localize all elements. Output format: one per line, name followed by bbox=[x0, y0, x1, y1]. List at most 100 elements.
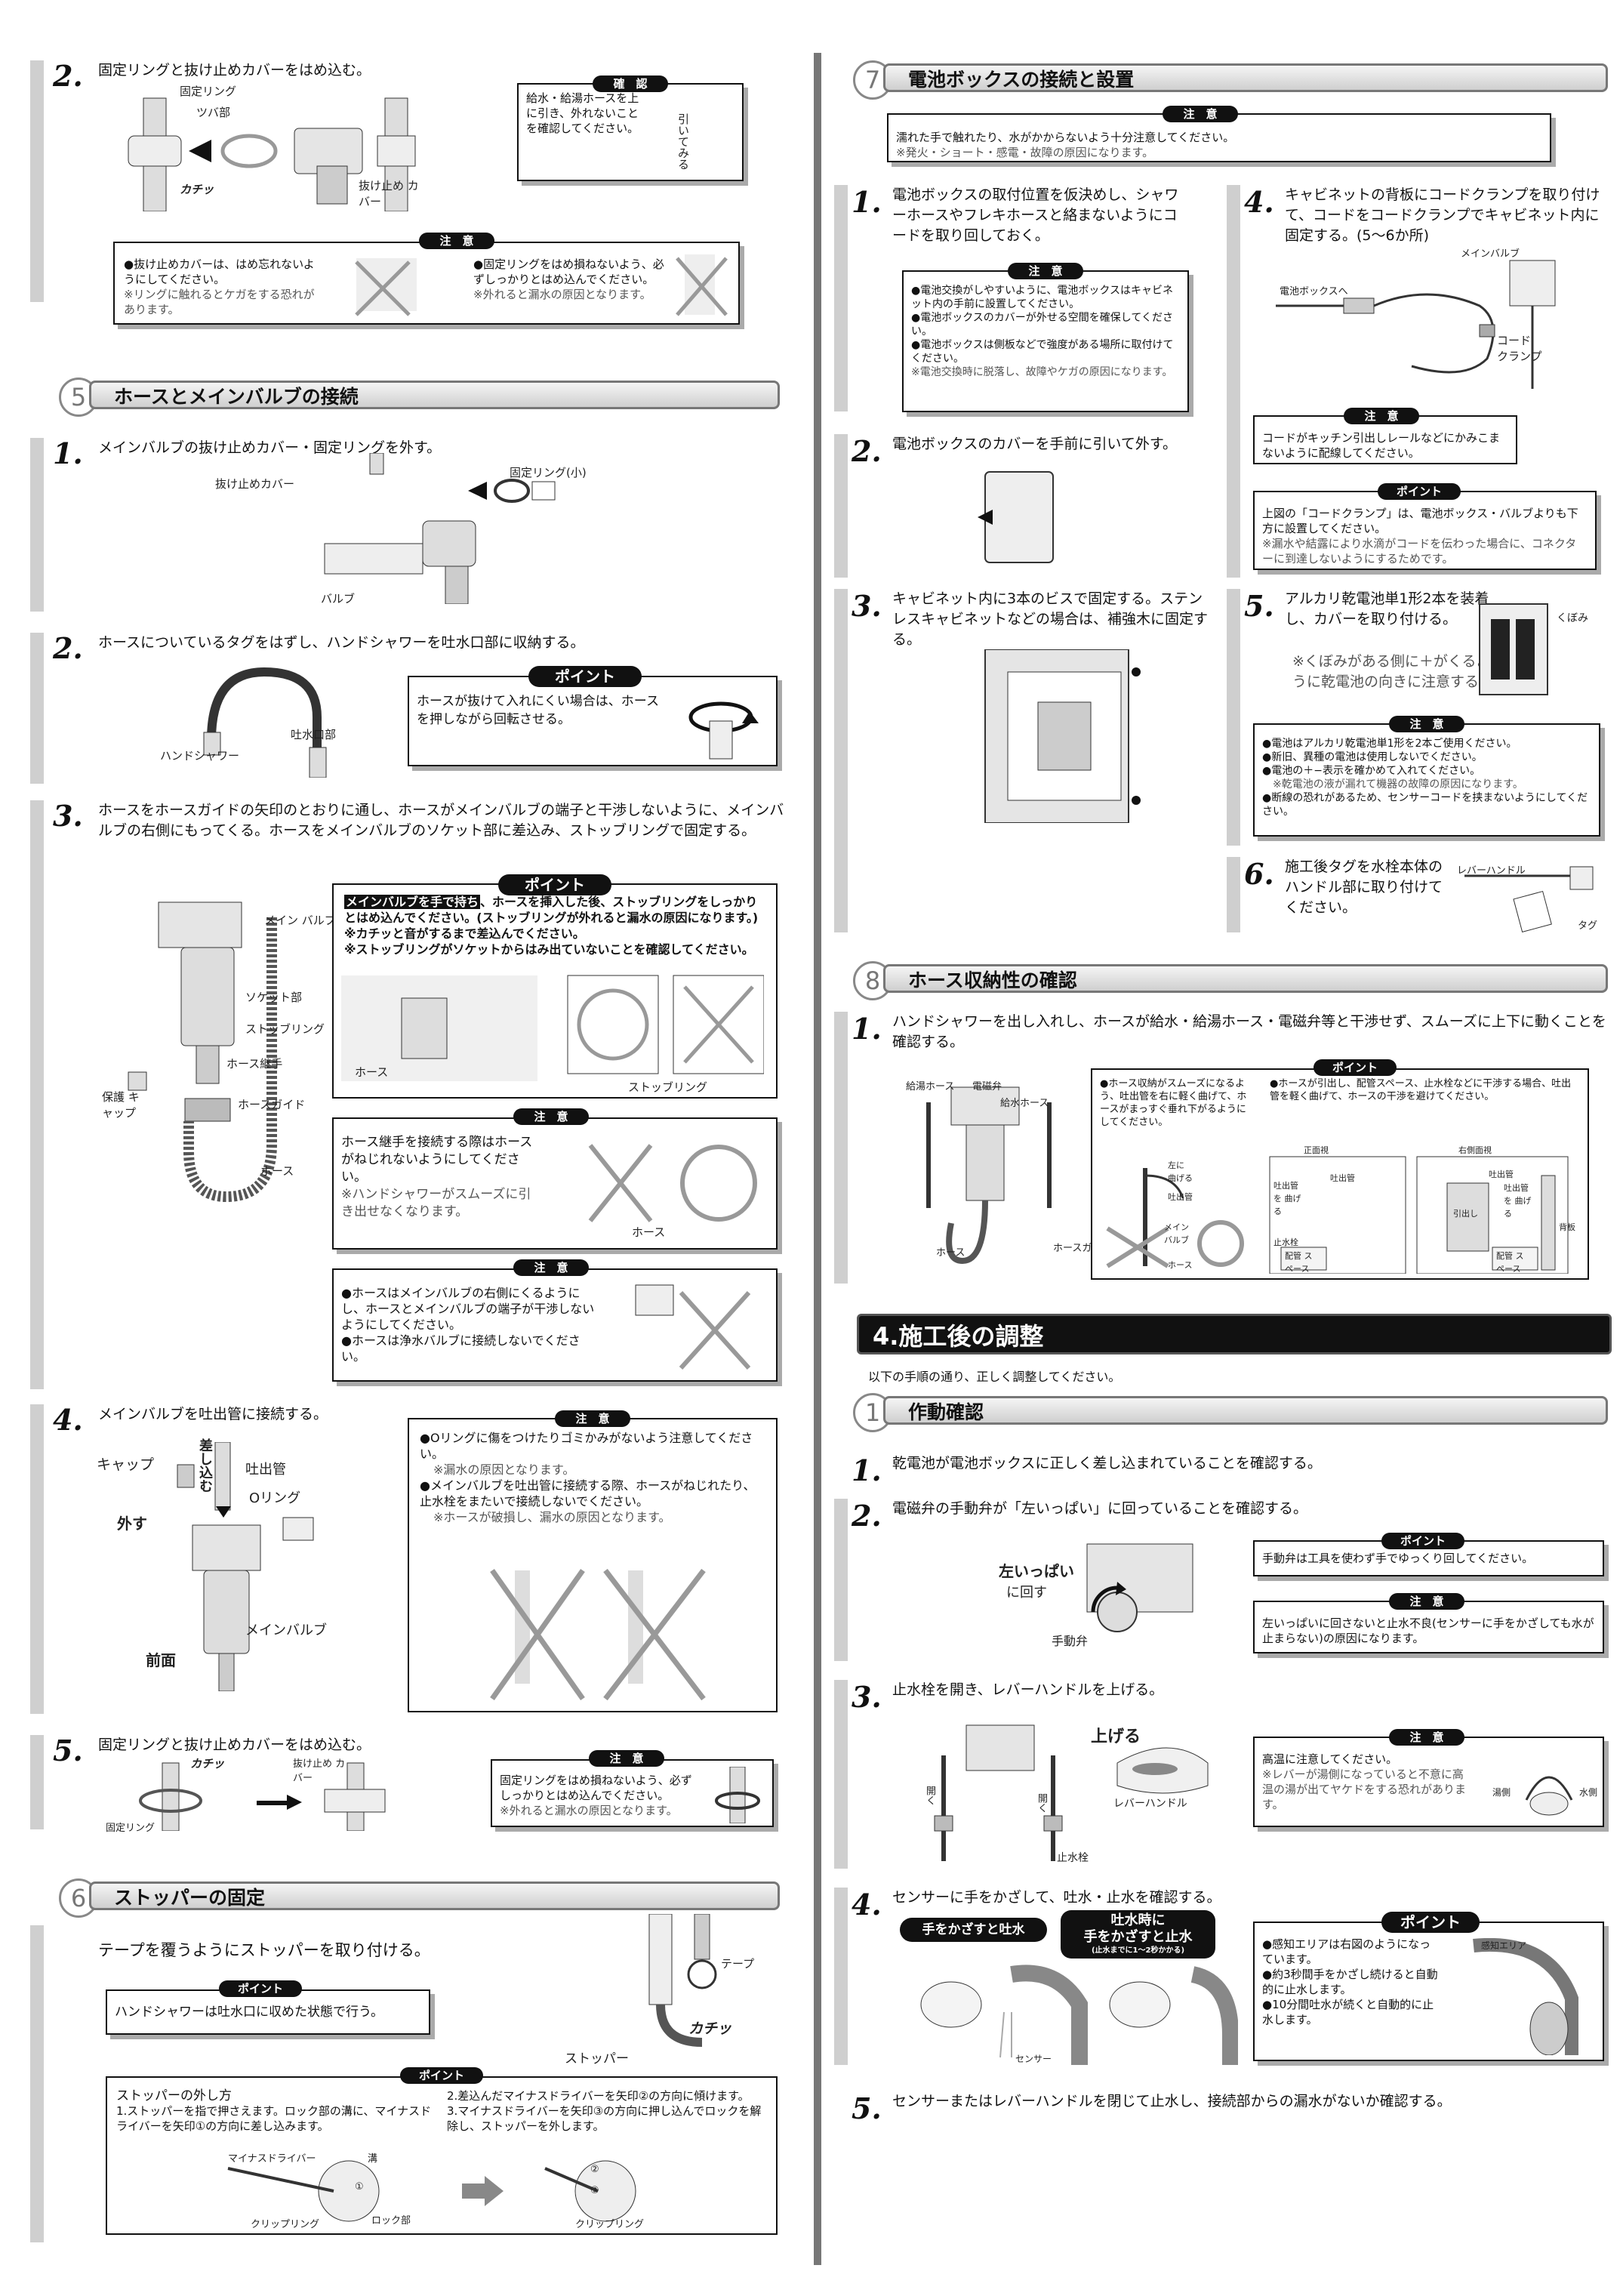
label-bend-spout: 吐出管を 曲げる bbox=[1504, 1183, 1532, 1219]
sidebar-bar bbox=[1227, 185, 1240, 578]
badge-note: (止水までに1〜2秒かかる) bbox=[1091, 1946, 1185, 1955]
step-text: ハンドシャワーを出し入れし、ホースが給水・給湯ホース・電磁弁等と干渉せず、スムー… bbox=[892, 1013, 1606, 1050]
point-text: 3.マイナスドライバーを矢印③の方向に押し込んでロックを解除し、ストッパーを外し… bbox=[447, 2104, 762, 2133]
caution-title: 注 意 bbox=[513, 1259, 589, 1276]
step-text: メインバルブを吐出管に接続する。 bbox=[98, 1406, 328, 1422]
label-tape: テープ bbox=[721, 1957, 755, 1971]
sidebar-bar bbox=[30, 438, 44, 612]
caution-box: 高温に注意してください。 ※レバーが湯側になっていると不意に高温の湯が出てヤケド… bbox=[1253, 1737, 1604, 1827]
hand-shower-illustration bbox=[203, 667, 327, 778]
caution-title: 注 意 bbox=[589, 1750, 664, 1767]
caution-text: ●断線の恐れがあるため、センサーコードを挟まないようにしてください。 bbox=[1262, 792, 1588, 818]
caution-box: 固定リングをはめ損ねないよう、必ずしっかりとはめ込んでください。 ※外れると漏水… bbox=[491, 1759, 774, 1827]
caution-title: 注 意 bbox=[1008, 263, 1083, 279]
caution-text: ●新旧、異種の電池は使用しないでください。 bbox=[1262, 751, 1483, 763]
label-sensing-area: 感知エリア bbox=[1481, 1940, 1527, 1951]
label-cap: キャップ bbox=[97, 1456, 155, 1473]
ring-cover-illustration bbox=[128, 97, 416, 211]
label-lock: ロック部 bbox=[371, 2215, 411, 2227]
caution-title: 注 意 bbox=[513, 1108, 589, 1125]
step-text: 電磁弁の手動弁が「左いっぱい」に回っていることを確認する。 bbox=[892, 1500, 1308, 1517]
caution-text: ●固定リングをはめ損ねないよう、必ずしっかりとはめ込んでください。 bbox=[473, 257, 664, 286]
point-text: ●10分間吐水が続くと自動的に止水します。 bbox=[1262, 1998, 1434, 2026]
label-spout-pipe: 吐出管 bbox=[1330, 1173, 1355, 1183]
caution-text: 高温に注意してください。 bbox=[1262, 1752, 1398, 1766]
caution-sub: ※乾電池の液が漏れて機器の故障の原因になります。 bbox=[1273, 778, 1523, 791]
label-main-valve: メインバルブ bbox=[1461, 248, 1520, 260]
label-retaining-cover: 抜け止め カバー bbox=[359, 179, 419, 208]
label-click: カチッ bbox=[190, 1757, 225, 1771]
point-box: メインバルブを手で持ち、ホースを挿入した後、ストッブリングをしっかりとはめ込んで… bbox=[332, 883, 778, 1099]
caution-title: 注 意 bbox=[1344, 408, 1419, 424]
left-column: 2. 固定リングと抜け止めカバーをはめ込む。 固定リング ツバ部 カチッ 抜け止… bbox=[30, 59, 784, 2242]
label-back-panel: 背板 bbox=[1559, 1222, 1575, 1232]
remove-stopper-illustration bbox=[227, 2160, 636, 2222]
label-clip-ring: クリップリング bbox=[251, 2219, 320, 2230]
point-heading: ストッパーの外し方 bbox=[116, 2088, 232, 2103]
label-spout-pipe: 吐出管 bbox=[1489, 1170, 1514, 1179]
label-cord-clamp: コード クランプ bbox=[1497, 334, 1542, 363]
point-text: ホースが抜けて入れにくい場合は、ホースを押しながら回転させる。 bbox=[417, 694, 659, 727]
point-text: 2.差込んだマイナスドライバーを矢印②の方向に傾けます。 bbox=[447, 2089, 750, 2103]
step-text: 乾電池が電池ボックスに正しく差し込まれていることを確認する。 bbox=[892, 1455, 1322, 1472]
battery-illustration bbox=[1479, 603, 1548, 695]
caution-sub: ※外れると漏水の原因となります。 bbox=[473, 288, 651, 301]
caution-text: ●Oリングに傷をつけたりゴミかみがないよう注意してください。 bbox=[420, 1431, 753, 1461]
step-number: 4. bbox=[53, 1403, 83, 1437]
caution-text: ホース継手を接続する際はホースがねじれないようにしてください。 bbox=[341, 1135, 533, 1185]
label-hose: ホース bbox=[355, 1065, 389, 1079]
step-number: 3. bbox=[53, 799, 83, 833]
label-hose: ホース bbox=[1168, 1260, 1193, 1270]
spout-bend-illustration bbox=[1106, 1156, 1569, 1274]
label-insert: 差し込む bbox=[197, 1438, 213, 1493]
point-text: ※ストッブリングがソケットからはみ出ていないことを確認してください。 bbox=[344, 942, 754, 957]
caution-box: ホース継手を接続する際はホースがねじれないようにしてください。 ※ハンドシャワー… bbox=[332, 1117, 778, 1250]
point-title: ポイント bbox=[1378, 483, 1461, 500]
section-8-header: 8 ホース収納性の確認 bbox=[853, 961, 1608, 1000]
section-title: 電池ボックスの接続と設置 bbox=[883, 63, 1608, 92]
point-title: ポイント bbox=[498, 874, 611, 895]
label-to-battery-box: 電池ボックスへ bbox=[1280, 286, 1348, 297]
step-number: 1. bbox=[852, 1453, 882, 1487]
step-number: 4. bbox=[852, 1888, 882, 1922]
caution-title: 注 意 bbox=[419, 233, 494, 249]
point-box: ●感知エリアは右図のようになっています。 ●約3秒間手をかざし続けると自動的に止… bbox=[1253, 1922, 1604, 2061]
point-text: ハンドシャワーは吐水口に収めた状態で行う。 bbox=[115, 2005, 383, 2020]
label-hose: ホース bbox=[632, 1225, 666, 1239]
label-fixing-ring: 固定リング bbox=[106, 1823, 156, 1834]
label-click: カチッ bbox=[180, 183, 214, 196]
caution-box: コードがキッチン引出しレールなどにかみこまないように配線してください。 bbox=[1253, 415, 1517, 464]
sidebar-bar bbox=[30, 1735, 44, 1829]
step-text: アルカリ乾電池単1形2本を装着し、カバーを取り付ける。 bbox=[1285, 590, 1489, 627]
caution-text: 濡れた手で触れたり、水がかからないよう十分注意してください。 bbox=[896, 131, 1235, 144]
step-number: 2. bbox=[852, 434, 882, 468]
battery-box-mount-illustration bbox=[984, 649, 1141, 823]
caution-text: コードがキッチン引出しレールなどにかみこまないように配線してください。 bbox=[1262, 431, 1501, 460]
label-stop-valve: 止水栓 bbox=[1273, 1237, 1298, 1247]
point-text: 1.ストッパーを指で押さえます。ロック部の溝に、マイナスドライバーを矢印①の方向… bbox=[116, 2104, 432, 2133]
point-text: ●感知エリアは右図のようになっています。 bbox=[1262, 1937, 1431, 1966]
label-click: カチッ bbox=[688, 2020, 732, 2037]
caution-text: ●電池交換がしやすいように、電池ボックスはキャビネット内の手前に設置してください… bbox=[911, 285, 1173, 310]
label-arrow-2: ② bbox=[590, 2164, 599, 2175]
sidebar-bar bbox=[30, 1925, 44, 2242]
caution-box: ●抜け止めカバーは、はめ忘れないようにしてください。 ※リングに触れるとケガをす… bbox=[113, 242, 740, 325]
point-text: 手動弁は工具を使わず手でゆっくり回してください。 bbox=[1262, 1552, 1534, 1565]
step-text: メインバルブの抜け止めカバー・固定リングを外す。 bbox=[98, 439, 442, 456]
label-open: 開く bbox=[924, 1786, 935, 1805]
caution-text: ●電池はアルカリ乾電池単1形を2本ご使用ください。 bbox=[1262, 738, 1517, 750]
label-piping-space: 配管 スペース bbox=[1285, 1251, 1313, 1274]
label-fixing-ring-small: 固定リング(小) bbox=[510, 466, 587, 479]
point-text: 上図の「コードクランプ」は、電池ボックス・バルブよりも下方に設置してください。 bbox=[1262, 507, 1578, 535]
caution-text: ●電池ボックスは側板などで強度がある場所に取付けてください。 bbox=[911, 339, 1174, 365]
step-text: 電池ボックスのカバーを手前に引いて外す。 bbox=[892, 436, 1177, 452]
section-title: ストッパーの固定 bbox=[89, 1881, 780, 1910]
sidebar-bar bbox=[834, 185, 848, 411]
caution-text: ●抜け止めカバーは、はめ忘れないようにしてください。 bbox=[124, 257, 315, 286]
caution-sub: ※リングに触れるとケガをする恐れがあります。 bbox=[124, 288, 315, 316]
rotate-icon bbox=[688, 701, 759, 760]
point-box: ●ホース収納がスムーズになるよう、吐出管を右に軽く曲げて、ホースがまっすぐ垂れ下… bbox=[1091, 1068, 1589, 1280]
label-front: 前面 bbox=[146, 1651, 176, 1669]
step-text: センサーに手をかざして、吐水・止水を確認する。 bbox=[892, 1889, 1221, 1906]
label-protective-cap: 保護 キャップ bbox=[102, 1090, 140, 1120]
